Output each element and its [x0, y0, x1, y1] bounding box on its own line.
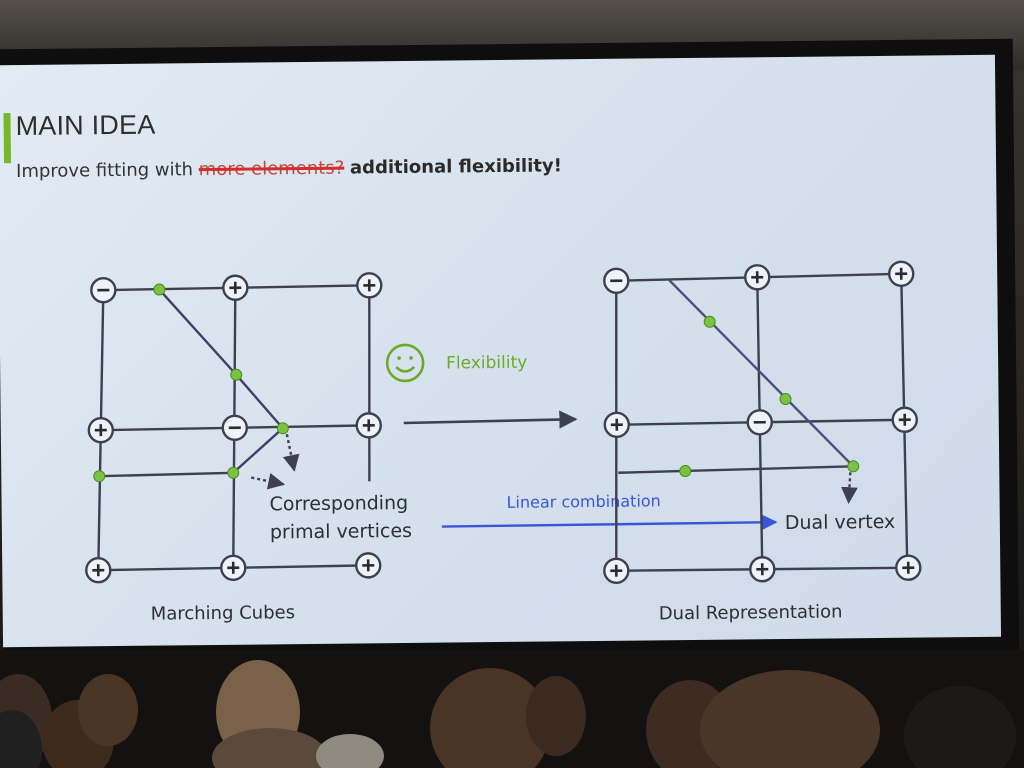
vertex-dot-icon — [679, 465, 692, 478]
arrow-icon — [403, 410, 578, 429]
sign-circle-icon — [749, 556, 776, 583]
primal-arrows — [251, 433, 300, 490]
sign-circle-icon — [891, 406, 918, 433]
flexibility-label: Flexibility — [446, 353, 527, 374]
sign-circle-icon — [356, 272, 383, 299]
audience-head — [904, 686, 1016, 768]
audience-head — [0, 710, 42, 768]
audience-head — [78, 674, 138, 746]
audience-head — [316, 734, 384, 768]
audience-head — [212, 728, 328, 768]
sign-circle-icon — [888, 260, 915, 287]
linear-combination-label: Linear combination — [506, 491, 660, 512]
projected-slide: MAIN IDEA Improve fitting with more elem… — [0, 54, 1002, 648]
sign-circle-icon — [222, 274, 249, 301]
vertex-dot-icon — [276, 422, 289, 435]
audience-head — [430, 668, 550, 768]
sign-circle-icon — [221, 414, 248, 441]
surface-line — [235, 373, 284, 430]
arrow-icon — [441, 513, 778, 531]
sign-circle-icon — [603, 411, 630, 438]
dotted-arrow — [282, 433, 300, 472]
grid-line — [368, 285, 371, 482]
audience-head — [526, 676, 586, 756]
smiley-icon — [385, 343, 425, 383]
grid-line — [99, 471, 234, 478]
vertex-dot-icon — [703, 315, 716, 328]
vertex-dot-icon — [230, 368, 243, 381]
sign-circle-icon — [87, 416, 115, 444]
sign-circle-icon — [90, 276, 117, 304]
dual-vertices — [679, 315, 860, 478]
audience-head — [700, 670, 880, 768]
dual-representation-caption: Dual Representation — [659, 601, 843, 624]
right-sign-circles — [603, 260, 922, 584]
primal-label-line1: Corresponding — [269, 492, 408, 515]
sign-circle-icon — [355, 552, 382, 579]
sign-circle-icon — [220, 554, 247, 581]
sign-circle-icon — [746, 409, 773, 436]
vertex-dot-icon — [93, 470, 106, 483]
vertex-dot-icon — [779, 393, 792, 406]
vertex-dot-icon — [847, 460, 860, 473]
surface-line — [232, 427, 284, 474]
vertex-dot-icon — [227, 466, 240, 479]
sign-circle-icon — [895, 554, 922, 581]
sign-circle-icon — [603, 557, 630, 584]
left-sign-circles — [85, 272, 383, 584]
primal-vertices — [93, 283, 289, 483]
primal-label-line2: primal vertices — [270, 520, 412, 543]
marching-cubes-caption: Marching Cubes — [151, 602, 295, 625]
grid-line — [618, 465, 854, 474]
dotted-arrow — [251, 472, 286, 490]
sign-circle-icon — [744, 264, 771, 291]
surface-line — [668, 279, 855, 468]
dotted-arrow — [841, 472, 858, 505]
sign-circle-icon — [85, 557, 112, 584]
diagram: Flexibility Corresponding primal vertice… — [85, 260, 922, 625]
sign-circle-icon — [355, 412, 382, 439]
vertex-dot-icon — [153, 283, 166, 296]
audience — [0, 650, 1024, 768]
dual-vertex-label: Dual vertex — [785, 511, 896, 534]
sign-circle-icon — [603, 267, 630, 294]
surface-line — [158, 288, 238, 376]
